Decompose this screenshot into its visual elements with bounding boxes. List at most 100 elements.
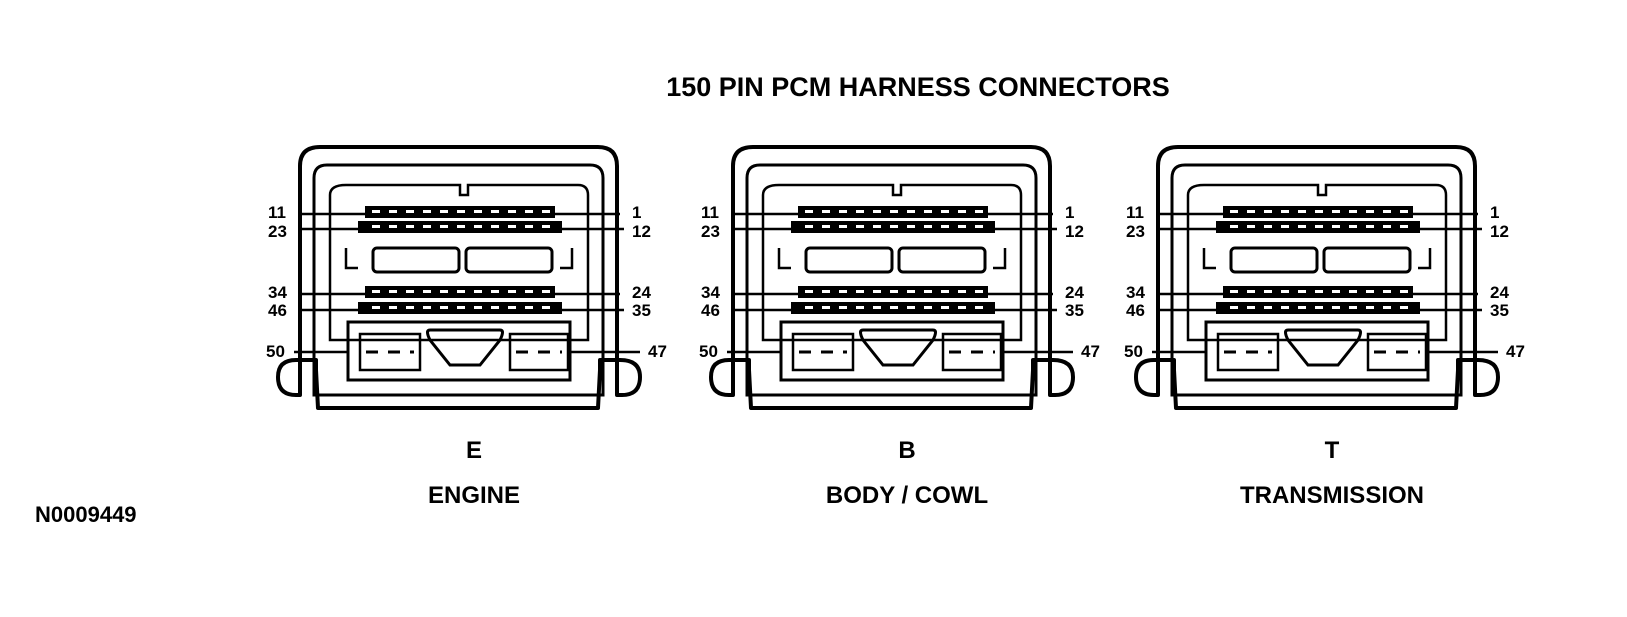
- terminal-slot: [525, 210, 533, 213]
- terminal-slot: [822, 225, 830, 228]
- terminal-slot: [958, 225, 966, 228]
- terminal-slot: [491, 210, 499, 213]
- terminal-slot: [440, 210, 448, 213]
- pin-label-row2-left: 23: [268, 222, 287, 241]
- terminal-slot: [1281, 225, 1289, 228]
- power-cavity-left: [358, 332, 422, 372]
- terminal-slot: [1383, 306, 1391, 309]
- pin-label-row3-right: 24: [1065, 283, 1084, 302]
- transmission-connector-letter: T: [1325, 437, 1340, 464]
- terminal-slot: [839, 306, 847, 309]
- terminal-slot: [941, 225, 949, 228]
- power-section-frame: [346, 320, 572, 382]
- connector-inner-outline: [1170, 163, 1463, 397]
- terminal-slot: [958, 306, 966, 309]
- terminal-slot: [372, 225, 380, 228]
- engine-connector-letter: E: [466, 437, 482, 464]
- pin-label-row2-right: 12: [1065, 222, 1084, 241]
- side-notch-right: [560, 248, 574, 270]
- terminal-slot: [406, 210, 414, 213]
- terminal-slot: [1230, 225, 1238, 228]
- terminal-slot: [941, 210, 949, 213]
- terminal-slot: [542, 210, 550, 213]
- cavity-window-left: [371, 246, 461, 274]
- terminal-slot: [1349, 306, 1357, 309]
- center-key: [859, 328, 937, 367]
- terminal-slot: [1366, 210, 1374, 213]
- terminal-slot: [1366, 225, 1374, 228]
- terminal-slot: [924, 306, 932, 309]
- side-notch-left: [777, 248, 791, 270]
- terminal-slot: [1298, 210, 1306, 213]
- pin-label-row3-right: 24: [632, 283, 651, 302]
- terminal-slot: [822, 210, 830, 213]
- terminal-slot: [1230, 306, 1238, 309]
- terminal-slot: [1366, 306, 1374, 309]
- terminal-slot: [542, 290, 550, 293]
- connector-inner-outline: [312, 163, 605, 397]
- terminal-slot: [1383, 225, 1391, 228]
- pin-label-row4-right: 35: [1490, 301, 1509, 320]
- side-notch-left: [344, 248, 358, 270]
- terminal-slot: [1298, 290, 1306, 293]
- terminal-slot: [389, 210, 397, 213]
- terminal-slot: [975, 306, 983, 309]
- connector-latch-frame: [328, 183, 590, 342]
- terminal-slot: [457, 290, 465, 293]
- terminal-slot: [440, 225, 448, 228]
- terminal-slot: [856, 290, 864, 293]
- terminal-slot: [1264, 306, 1272, 309]
- body-cowl-connector-name: BODY / COWL: [826, 482, 988, 509]
- pin-label-top-left: 11: [268, 203, 286, 222]
- terminal-slot: [822, 290, 830, 293]
- terminal-slot: [508, 290, 516, 293]
- pin-label-bottom-right: 47: [648, 342, 667, 361]
- terminal-slot: [873, 225, 881, 228]
- pin-label-row4-left: 46: [1126, 301, 1145, 320]
- connector-housing-outline: [276, 145, 642, 410]
- terminal-slot: [856, 225, 864, 228]
- power-cavity-right: [1366, 332, 1428, 372]
- terminal-slot: [440, 290, 448, 293]
- cavity-window-left: [804, 246, 894, 274]
- cavity-window-right: [1322, 246, 1412, 274]
- terminal-slot: [491, 306, 499, 309]
- pin-label-row2-left: 23: [701, 222, 720, 241]
- pin-label-top-left: 11: [701, 203, 719, 222]
- terminal-slot: [1281, 290, 1289, 293]
- terminal-slot: [525, 306, 533, 309]
- terminal-slot: [389, 306, 397, 309]
- terminal-slot: [839, 225, 847, 228]
- pin-label-row2-right: 12: [1490, 222, 1509, 241]
- terminal-slot: [890, 225, 898, 228]
- terminal-slot: [941, 290, 949, 293]
- terminal-slot: [839, 210, 847, 213]
- terminal-slot: [873, 210, 881, 213]
- terminal-slot: [474, 290, 482, 293]
- terminal-slot: [1315, 306, 1323, 309]
- pin-label-row4-left: 46: [268, 301, 287, 320]
- connector-inner-outline: [745, 163, 1038, 397]
- terminal-slot: [423, 306, 431, 309]
- terminal-slot: [1247, 210, 1255, 213]
- terminal-slot: [890, 210, 898, 213]
- terminal-slot: [805, 225, 813, 228]
- terminal-slot: [389, 290, 397, 293]
- terminal-slot: [491, 225, 499, 228]
- terminal-slot: [1247, 225, 1255, 228]
- terminal-slot: [1349, 210, 1357, 213]
- terminal-slot: [856, 306, 864, 309]
- pin-label-row4-right: 35: [1065, 301, 1084, 320]
- terminal-slot: [1383, 290, 1391, 293]
- center-key: [426, 328, 504, 367]
- power-section-frame: [779, 320, 1005, 382]
- terminal-slot: [1315, 225, 1323, 228]
- terminal-slot: [406, 306, 414, 309]
- terminal-slot: [907, 225, 915, 228]
- terminal-slot: [907, 306, 915, 309]
- terminal-slot: [389, 225, 397, 228]
- terminal-slot: [873, 306, 881, 309]
- terminal-slot: [1315, 210, 1323, 213]
- terminal-slot: [907, 290, 915, 293]
